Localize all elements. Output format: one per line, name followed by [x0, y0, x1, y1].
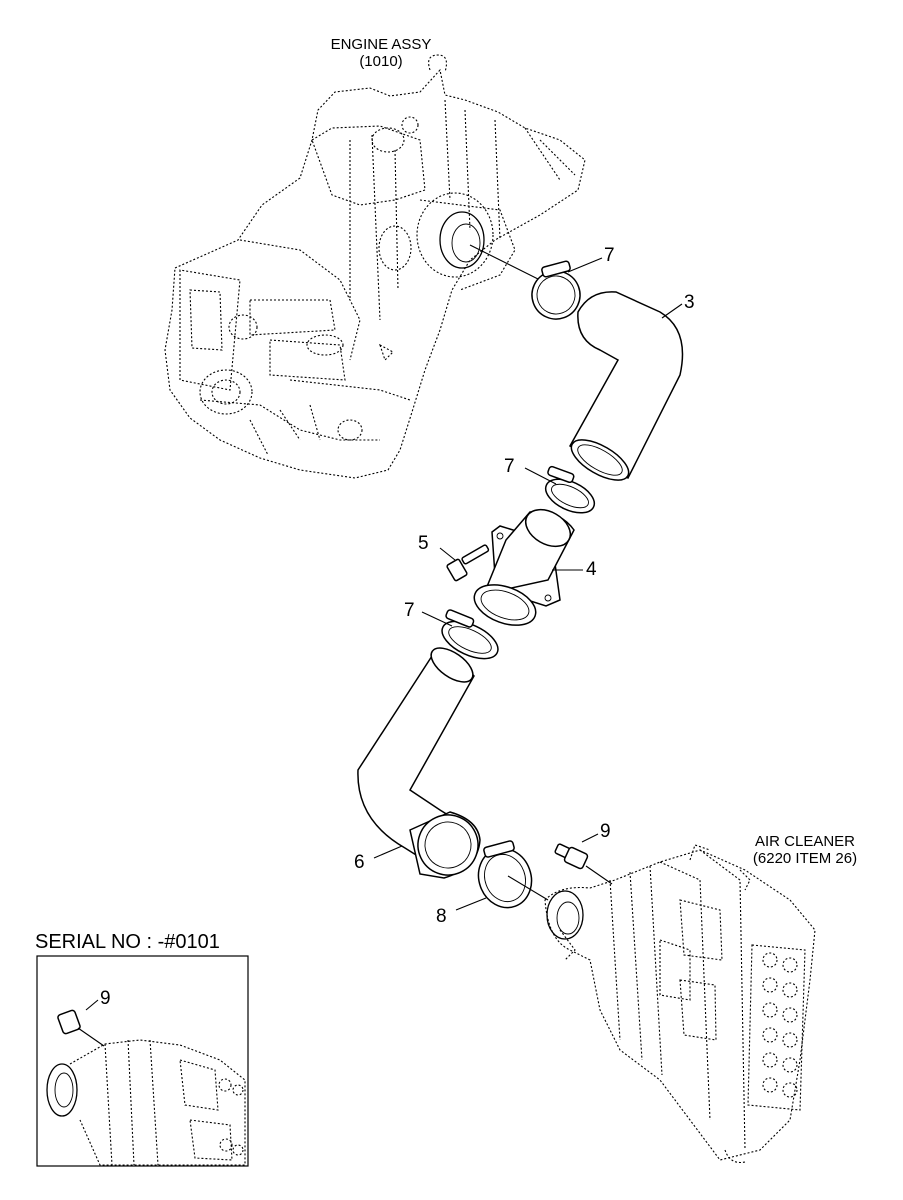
callouts: 7 3 7 5 4 7 9 6 8: [354, 245, 695, 927]
callout-clamp-lower: 7: [404, 600, 415, 621]
callout-clamp-bottom: 8: [436, 906, 447, 927]
callout-sensor: 9: [600, 821, 611, 842]
inset-air-cleaner: [46, 1039, 246, 1166]
engine-assy-label: ENGINE ASSY: [331, 36, 432, 53]
bolt: [439, 544, 490, 582]
hose-clamp-middle: [544, 465, 596, 514]
sensor-plug: [554, 843, 613, 885]
air-cleaner-ref: (6220 ITEM 26): [753, 850, 857, 867]
callout-clamp-top: 7: [604, 245, 615, 266]
reference-labels: ENGINE ASSY (1010) AIR CLEANER (6220 ITE…: [331, 36, 858, 867]
serial-inset-title: SERIAL NO : -#0101: [35, 931, 220, 953]
hose-clamp-lower: [441, 609, 499, 660]
callout-adapter: 4: [586, 559, 597, 580]
air-cleaner-assembly: [544, 844, 816, 1164]
adapter-flange: [473, 508, 575, 626]
inset-sensor: [57, 1009, 105, 1047]
intake-hose-lower: [357, 647, 481, 879]
hose-clamp-bottom: [477, 840, 549, 909]
engine-assembly: [164, 54, 586, 479]
callout-hose-lower: 6: [354, 852, 365, 873]
inset-callout-sensor: 9: [100, 988, 111, 1009]
hose-clamp-top: [469, 244, 581, 320]
callout-hose-upper: 3: [684, 292, 695, 313]
callout-bolt: 5: [418, 533, 429, 554]
air-cleaner-filter-grid: [747, 944, 806, 1111]
engine-assy-ref: (1010): [359, 53, 402, 70]
intake-hose-upper: [568, 291, 684, 481]
callout-clamp-middle: 7: [504, 456, 515, 477]
serial-inset: SERIAL NO : -#0101 9: [35, 931, 249, 1167]
air-cleaner-label: AIR CLEANER: [755, 833, 855, 850]
